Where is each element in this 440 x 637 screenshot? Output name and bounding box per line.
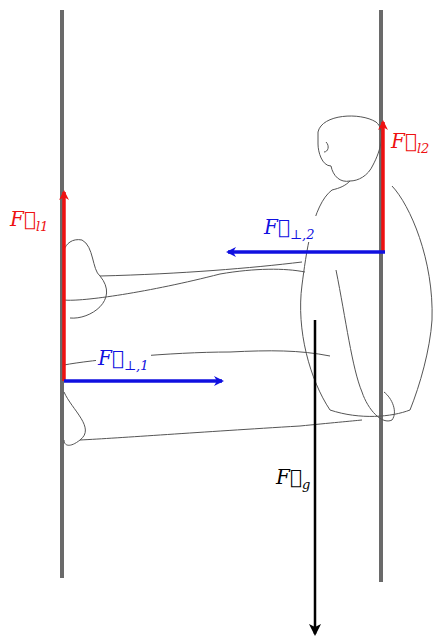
force-label: F⃗l1 (8, 208, 50, 234)
force-label: F⃗l2 (389, 130, 431, 156)
force-arrow (64, 379, 222, 383)
force-arrow (228, 250, 385, 254)
force-label: F⃗g (274, 466, 312, 492)
force-label: F⃗⊥,1 (96, 347, 151, 373)
right-wall (379, 10, 383, 582)
force-arrow (314, 320, 317, 634)
left-wall (60, 10, 64, 578)
force-label: F⃗⊥,2 (262, 216, 317, 242)
force-arrow (381, 122, 385, 252)
force-arrow (62, 192, 66, 381)
person-sketch (64, 116, 432, 445)
